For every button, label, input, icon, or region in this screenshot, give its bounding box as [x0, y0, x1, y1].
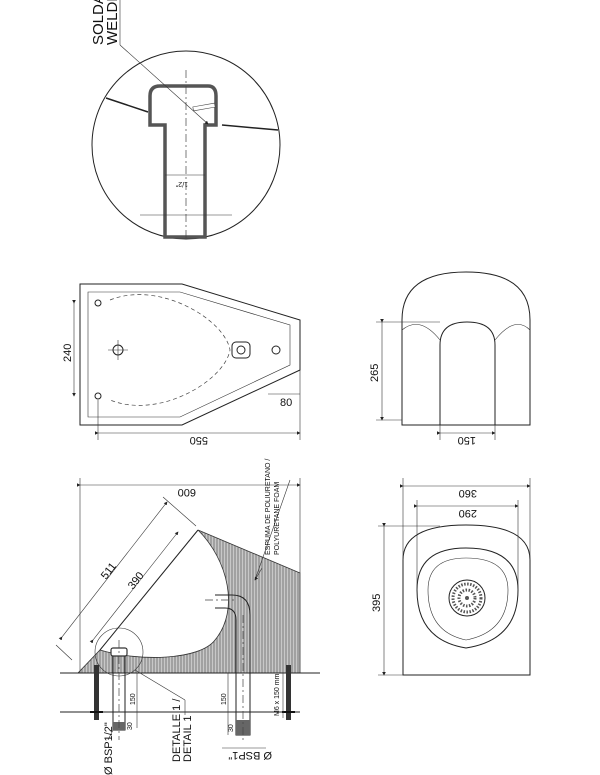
- weld-leader: [119, 44, 209, 125]
- side-length-dim: 600: [178, 486, 196, 498]
- foam-label-es: ESPUMA DE POLIURETANO /: [265, 459, 272, 555]
- top-offset-dim: 80: [280, 397, 292, 409]
- depth-left-dim: 150: [130, 693, 137, 705]
- weld-pipe-cap: [148, 84, 218, 239]
- front-height-dim: 265: [369, 364, 381, 382]
- detail-label-es: DETALLE 1 /: [171, 698, 183, 762]
- small-left-dim: 30: [127, 722, 134, 730]
- foam-label-en: POLYURETANE FOAM: [274, 482, 281, 555]
- anchor-bolt-right: [286, 665, 291, 720]
- top-length-dim: 550: [190, 434, 208, 446]
- depth-right-dim: 150: [221, 693, 228, 705]
- front-view: 265 150: [369, 271, 531, 446]
- inlet-label: Ø BSP1/2": [103, 722, 115, 775]
- drain-outlet: [231, 341, 251, 359]
- pipe-dim: 1/2": [175, 180, 188, 187]
- detail-view: SOLDA WELDE 1/2": [90, 0, 281, 240]
- diag-inner-dim: 390: [126, 570, 147, 592]
- diag-outer-dim: 511: [99, 561, 119, 582]
- weld-label-en: WELDE: [104, 0, 121, 45]
- anchor-bolt-left: [94, 665, 99, 720]
- side-view: 600 511 390 ESPUMA DE POLIURETANO / POLY…: [55, 459, 320, 775]
- detail-circle: [91, 50, 281, 240]
- foam-section: [77, 529, 301, 674]
- detail-label-en: DETAIL 1: [182, 716, 194, 762]
- plan-view: 360 290 395: [371, 478, 531, 676]
- weld-label-es: SOLDA: [90, 0, 107, 45]
- small-right-dim: 30: [228, 724, 235, 732]
- plan-outer-width-dim: 360: [459, 487, 477, 499]
- outlet-label: Ø BSP1": [228, 749, 272, 761]
- bolt-label: M6 x 150 mm: [274, 673, 281, 716]
- plan-inner-width-dim: 290: [459, 507, 477, 519]
- drain-grate: [448, 579, 486, 617]
- top-view: 240 550 80: [62, 283, 301, 446]
- plan-depth-dim: 395: [371, 594, 383, 612]
- top-width-dim: 240: [62, 344, 74, 362]
- front-width-dim: 150: [458, 434, 476, 446]
